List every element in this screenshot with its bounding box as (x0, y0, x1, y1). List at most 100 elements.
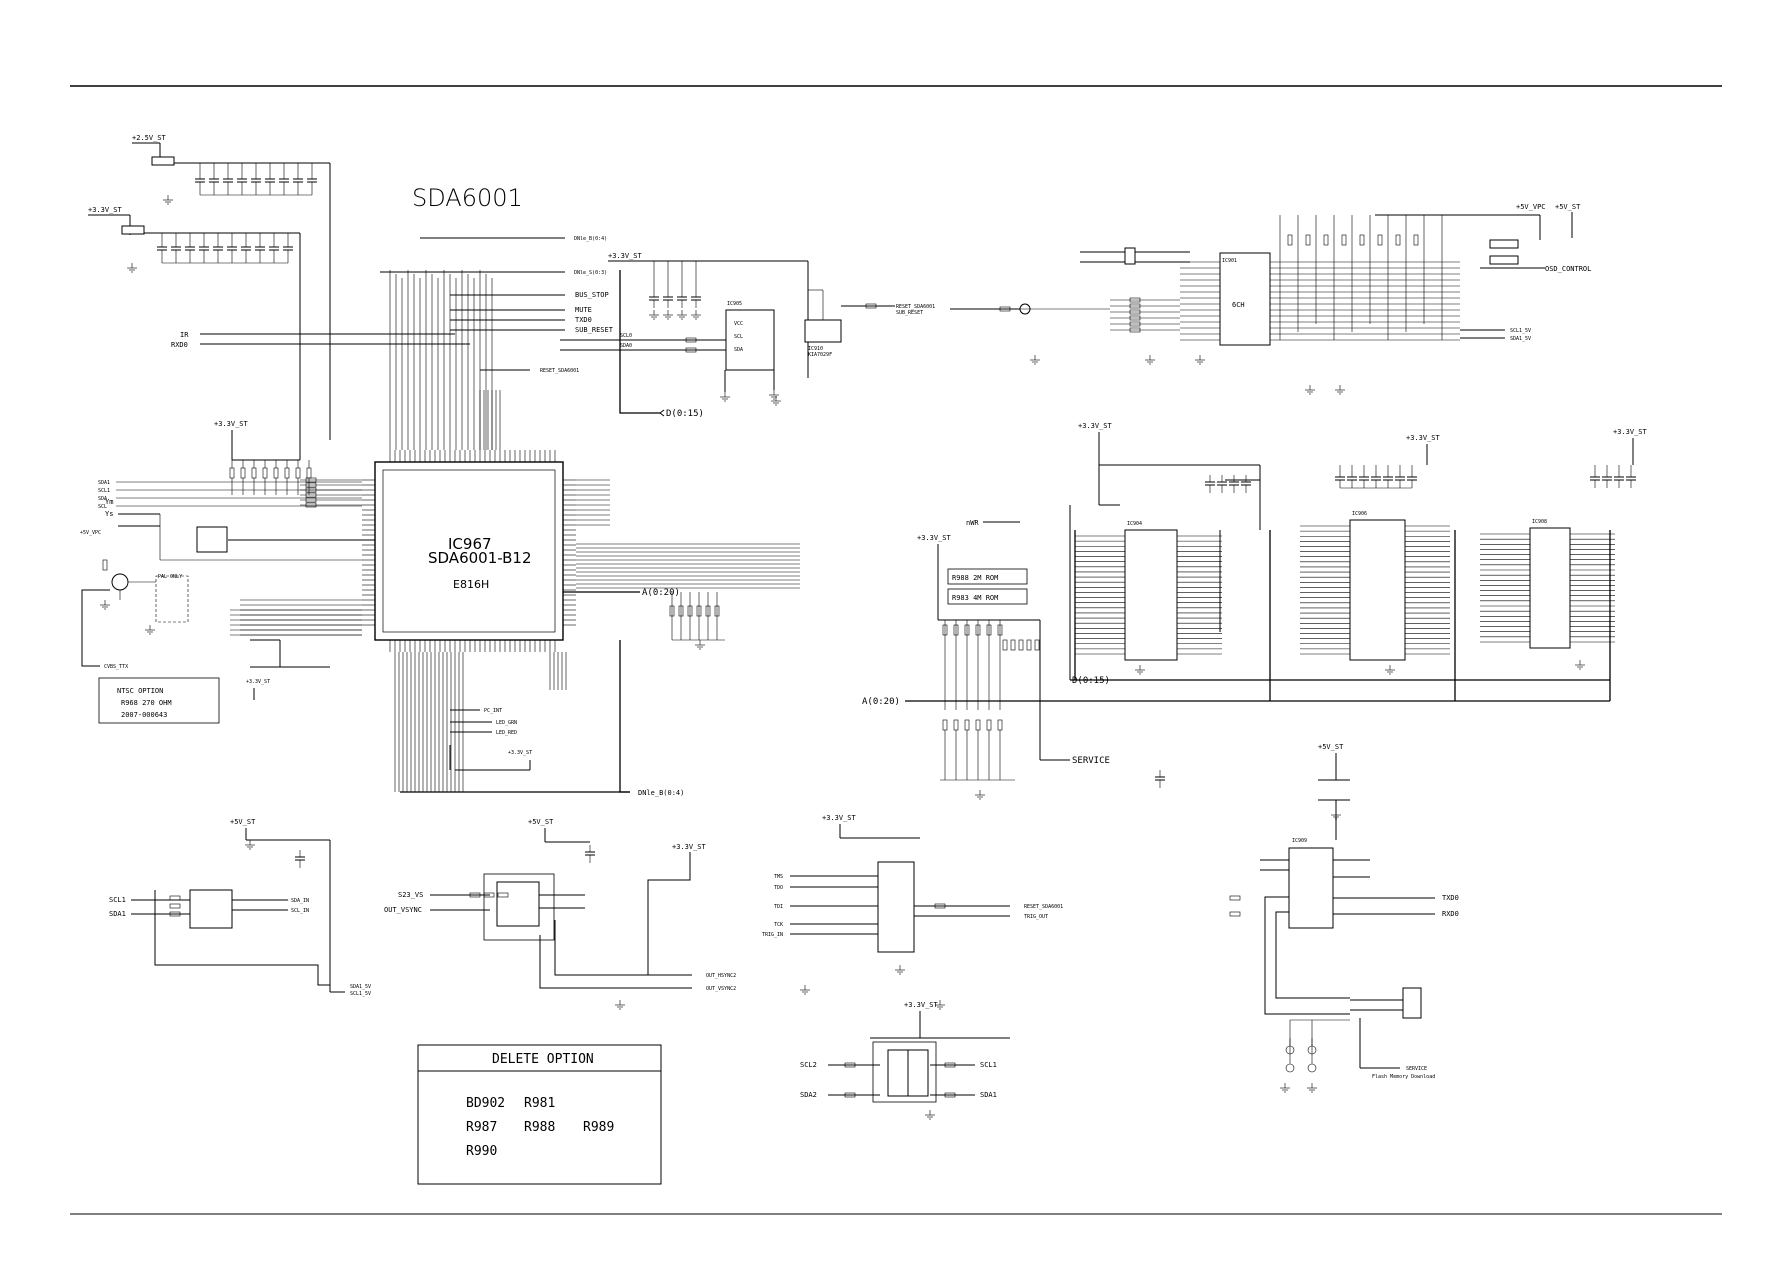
net-sda2: SDA2 (800, 1091, 817, 1099)
main-ic-code: E816H (453, 578, 489, 591)
delete-option-item: R990 (466, 1144, 497, 1159)
net-tdi: TDI (774, 904, 783, 910)
main-ic-bottom-signals: PC_INT LED_GRN LED_RED +3.3V_ST +3.3V_ST (246, 639, 532, 771)
rom-option-line2: R983 4M ROM (952, 594, 998, 602)
rail-label-5v-vpc: +5V_VPC (1516, 203, 1546, 211)
svg-text:+3.3V_ST: +3.3V_ST (246, 679, 270, 685)
svg-text:SUB_RESET: SUB_RESET (896, 310, 923, 316)
delete-option-item: R981 (524, 1096, 555, 1111)
main-ic-buses: D(0:15) A(0:20) DNle_B(0:4) (400, 270, 704, 797)
svg-text:VCC: VCC (734, 321, 743, 327)
net-sda1-a: SDA1 (109, 910, 126, 918)
ntsc-option-box: NTSC OPTION R968 270 OHM 2007-000643 (98, 677, 220, 724)
net-scl1-5v-a: SCL1_5V (1510, 328, 1531, 334)
main-ic-part: SDA6001-B12 (428, 549, 532, 567)
net-addr-bus-right: A(0:20) (862, 697, 900, 707)
svg-text:SDA: SDA (98, 496, 107, 502)
net-out-hsync2: OUT_HSYNC2 (706, 973, 736, 979)
rom-option-line1: R988 2M ROM (952, 574, 998, 582)
delete-option-box: DELETE OPTION BD902 R981 R987 R988 R989 … (417, 1044, 662, 1185)
power-decoupling-2v5: +2.5V_ST (132, 134, 331, 440)
net-nwr: nWR (966, 519, 979, 527)
svg-text:IC906: IC906 (1352, 511, 1367, 517)
net-mute: MUTE (575, 306, 592, 314)
rail-label-2v5: +2.5V_ST (132, 134, 167, 142)
memory-section: +3.3V_ST +3.3V_ST +3.3V_ST IC904IC906IC9… (862, 422, 1648, 707)
rail-label-5v-d: +5V_ST (1318, 743, 1344, 751)
delete-option-title: DELETE OPTION (492, 1052, 594, 1067)
svg-text:+3.3V_ST: +3.3V_ST (508, 750, 532, 756)
net-sda1-5v-b: SDA1_5V (350, 984, 371, 990)
svg-text:SCL: SCL (98, 504, 107, 510)
net-out-vsync2: OUT_VSYNC2 (706, 986, 736, 992)
delete-option-item: BD902 (466, 1096, 505, 1111)
rail-label-3v3-f: +3.3V_ST (1613, 428, 1648, 436)
rail-label-3v3-e: +3.3V_ST (1406, 434, 1441, 442)
net-ym: Ym (105, 498, 113, 506)
net-sda0: SDA0 (620, 343, 632, 349)
net-reset-sda-a: RESET_SDA6001 (540, 368, 579, 374)
net-sub-reset: SUB_RESET (575, 326, 614, 334)
net-led-grn: LED_GRN (496, 720, 517, 726)
net-trig-in: TRIG_IN (762, 932, 783, 938)
net-tdo: TDO (774, 885, 783, 891)
svg-text:IC908: IC908 (1532, 519, 1547, 525)
top-net-labels: DNle_B(0:4) DNle_S(0:3) +3.3V_ST MUTE TX… (171, 236, 809, 378)
net-data-bus-right: D(0:15) (1072, 676, 1110, 686)
svg-text:DNle_S(0:3): DNle_S(0:3) (574, 270, 607, 276)
net-txd0-a: TXD0 (575, 316, 592, 324)
rail-label-3v3-i: +3.3V_ST (822, 814, 857, 822)
net-sda1-5v-a: SDA1_5V (1510, 336, 1531, 342)
rail-label-5v-c: +5V_ST (528, 818, 554, 826)
net-out-vsync: OUT_VSYNC (384, 906, 422, 914)
i2c-block: +3.3V_ST SCL2 SDA2 SCL1 SDA1 (800, 1001, 1010, 1103)
delete-option-item: R989 (583, 1120, 614, 1135)
schematic-title: SDA6001 (412, 184, 523, 212)
net-service-a: SERVICE (1072, 756, 1110, 766)
power-decoupling-3v3: +3.3V_ST (88, 206, 301, 460)
net-rxd0-b: RXD0 (1442, 910, 1459, 918)
net-addr-bus-left: A(0:20) (642, 588, 680, 598)
rail-label-3v3-j: +3.3V_ST (904, 1001, 939, 1009)
svg-text:SCL1: SCL1 (98, 488, 110, 494)
svg-text:6CH: 6CH (1232, 301, 1245, 309)
svg-text:IC904: IC904 (1127, 521, 1142, 527)
net-scl2: SCL2 (800, 1061, 817, 1069)
net-trig-out: TRIG_OUT (1024, 914, 1048, 920)
rom-option-block: +3.3V_ST nWR R988 2M ROM R983 4M ROM SER… (917, 519, 1110, 800)
svg-text:SCL: SCL (734, 334, 743, 340)
net-scl0: SCL0 (620, 333, 632, 339)
rail-label-3v3-a: +3.3V_ST (88, 206, 123, 214)
rail-label-3v3-b: +3.3V_ST (608, 252, 643, 260)
ntsc-option-line1: R968 270 OHM (121, 699, 172, 707)
ntsc-option-title: NTSC OPTION (117, 687, 163, 695)
net-scl1-5v-b: SCL1_5V (350, 991, 371, 997)
rail-label-5v-vpc-b: +5V_VPC (80, 530, 101, 536)
net-s23-vs: S23_VS (398, 891, 423, 899)
svg-text:IC909: IC909 (1292, 838, 1307, 844)
delete-option-item: R987 (466, 1120, 497, 1135)
svg-text:DNle_B(0:4): DNle_B(0:4) (574, 236, 607, 242)
pal-only-label: PAL ONLY (158, 574, 182, 580)
net-sda1-b: SDA1 (980, 1091, 997, 1099)
net-tck: TCK (774, 922, 783, 928)
net-tms: TMS (774, 874, 783, 880)
ntsc-option-line2: 2007-000643 (121, 711, 167, 719)
rail-label-3v3-c: +3.3V_ST (214, 420, 249, 428)
svg-text:IC905: IC905 (727, 301, 742, 307)
svg-text:IC901: IC901 (1222, 258, 1237, 264)
net-data-bus-left: D(0:15) (666, 409, 704, 419)
svg-text:KIA7029F: KIA7029F (808, 352, 832, 358)
svg-text:RESET_SDA6001: RESET_SDA6001 (896, 304, 935, 310)
net-led-red: LED_RED (496, 730, 517, 736)
net-osd-control: OSD_CONTROL (1545, 265, 1591, 273)
level-shift-block-2: +5V_ST S23_VS OUT_VSYNC +3.3V_ST OUT_HSY… (384, 818, 736, 992)
rail-label-5v-a: +5V_ST (1555, 203, 1581, 211)
svg-text:SDA1: SDA1 (98, 480, 110, 486)
net-rxd0-a: RXD0 (171, 341, 188, 349)
net-ir: IR (180, 331, 189, 339)
svg-text:IC910: IC910 (808, 346, 823, 352)
